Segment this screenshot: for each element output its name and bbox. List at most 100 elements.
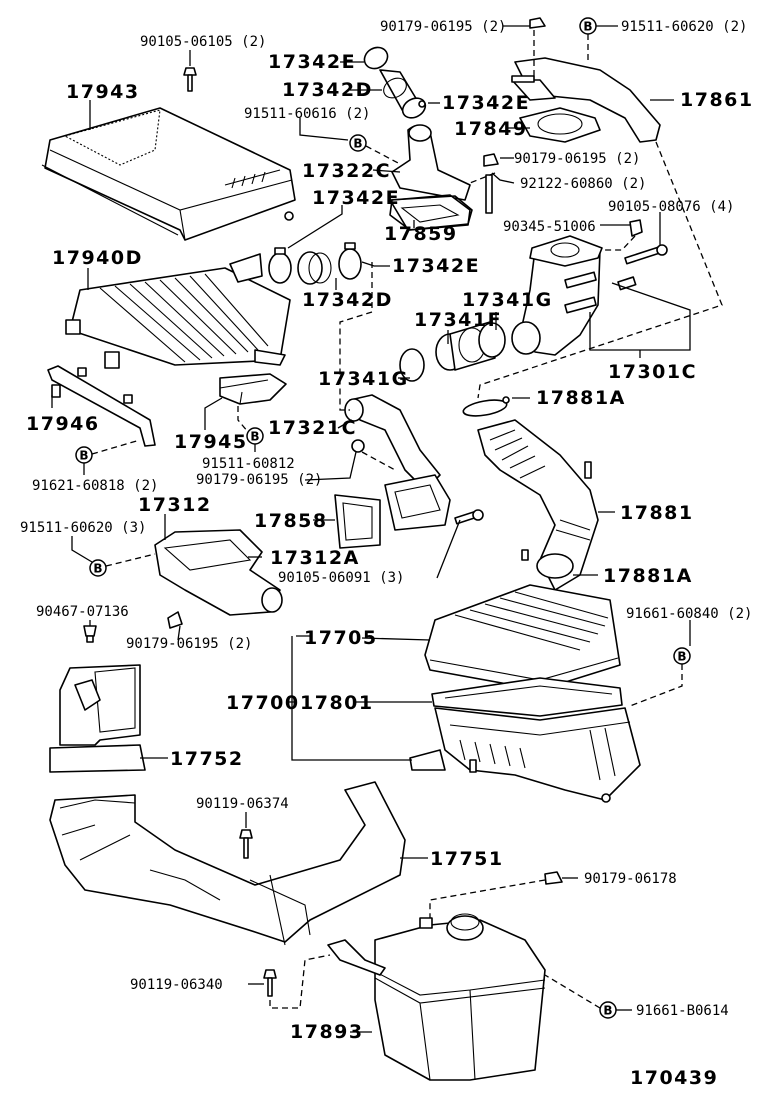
label-17881: 17881 bbox=[620, 502, 694, 524]
bolt-marker-b-91511-60616: B bbox=[349, 134, 367, 152]
part-17893-resonator[interactable] bbox=[327, 913, 546, 1081]
label-90105-06105: 90105-06105 (2) bbox=[140, 34, 266, 50]
label-17849: 17849 bbox=[454, 118, 528, 140]
label-91621-60818: 91621-60818 (2) bbox=[32, 478, 158, 494]
label-17881A: 17881A bbox=[536, 387, 626, 409]
label-17341G: 17341G bbox=[462, 289, 553, 311]
label-92122-60860: 92122-60860 (2) bbox=[520, 176, 646, 192]
part-17700-air-cleaner-case[interactable] bbox=[409, 707, 641, 803]
label-17322C: 17322C bbox=[302, 160, 391, 182]
label-17859: 17859 bbox=[384, 223, 458, 245]
label-17342E: 17342E bbox=[312, 187, 400, 209]
bolt-90119-06374[interactable] bbox=[239, 829, 253, 859]
label-17341F: 17341F bbox=[414, 309, 502, 331]
label-17751: 17751 bbox=[430, 848, 504, 870]
svg-text:B: B bbox=[677, 650, 686, 664]
part-17321C-pipe[interactable] bbox=[344, 394, 451, 531]
label-90105-08076: 90105-08076 (4) bbox=[608, 199, 734, 215]
bolt-marker-b-91511-60620-left: B bbox=[89, 559, 107, 577]
label-17861: 17861 bbox=[680, 89, 754, 111]
bolt-marker-b-91661-B0614: B bbox=[599, 1001, 617, 1019]
svg-text:B: B bbox=[93, 562, 102, 576]
svg-text:B: B bbox=[79, 449, 88, 463]
part-labels: 90105-06105 (2) 17943 17342E 17342D 9151… bbox=[20, 19, 754, 1089]
label-91511-60620: 91511-60620 (3) bbox=[20, 520, 146, 536]
label-17943: 17943 bbox=[66, 81, 140, 103]
part-17751-duct[interactable] bbox=[49, 781, 406, 946]
label-17342E: 17342E bbox=[268, 51, 356, 73]
label-17312A: 17312A bbox=[270, 547, 360, 569]
nut-90179-06195-left[interactable] bbox=[351, 439, 365, 453]
label-17946: 17946 bbox=[26, 413, 100, 435]
label-17342E: 17342E bbox=[392, 255, 480, 277]
svg-text:B: B bbox=[583, 20, 592, 34]
leader-lines bbox=[51, 25, 723, 1033]
bolt-marker-b-91621-60818: B bbox=[75, 446, 93, 464]
part-17861-air-duct[interactable] bbox=[511, 57, 661, 143]
part-17945-bracket[interactable] bbox=[219, 373, 287, 405]
label-90467-07136: 90467-07136 bbox=[36, 604, 129, 620]
label-90179-06195: 90179-06195 (2) bbox=[380, 19, 506, 35]
part-17322C-inlet-pipe[interactable] bbox=[389, 124, 471, 231]
label-17312: 17312 bbox=[138, 494, 212, 516]
label-17321C: 17321C bbox=[268, 417, 357, 439]
label-90119-06374: 90119-06374 bbox=[196, 796, 289, 812]
part-17341-hose-clamps[interactable] bbox=[399, 321, 506, 382]
label-17301C: 17301C bbox=[608, 361, 697, 383]
part-17859-gasket[interactable] bbox=[389, 195, 473, 231]
label-17945: 17945 bbox=[174, 431, 248, 453]
clamp-17881A-upper[interactable] bbox=[462, 396, 510, 419]
svg-text:B: B bbox=[603, 1004, 612, 1018]
label-17705: 17705 bbox=[304, 627, 378, 649]
part-17312-duct[interactable] bbox=[154, 529, 283, 616]
bolt-90105-06091[interactable] bbox=[454, 509, 484, 525]
label-90345-51006: 90345-51006 bbox=[503, 219, 596, 235]
label-17858: 17858 bbox=[254, 510, 328, 532]
label-17342D: 17342D bbox=[302, 289, 393, 311]
bolt-90105-06105[interactable] bbox=[183, 67, 197, 92]
part-17752-duct[interactable] bbox=[49, 664, 146, 773]
label-17881A: 17881A bbox=[603, 565, 693, 587]
bolt-90105-08076[interactable] bbox=[624, 244, 668, 265]
label-90119-06340: 90119-06340 bbox=[130, 977, 223, 993]
label-90179-06195: 90179-06195 (2) bbox=[514, 151, 640, 167]
label-91511-60812: 91511-60812 bbox=[202, 456, 295, 472]
part-17858-gasket[interactable] bbox=[334, 494, 381, 549]
bolt-marker-b-91511-60812: B bbox=[246, 427, 264, 445]
label-90179-06195: 90179-06195 (2) bbox=[126, 636, 252, 652]
label-91661-B0614: 91661-B0614 bbox=[636, 1003, 729, 1019]
clip-90467-07136[interactable] bbox=[83, 625, 97, 643]
label-17940D: 17940D bbox=[52, 247, 143, 269]
part-17705-air-cleaner-cap[interactable] bbox=[424, 584, 621, 691]
bolt-90119-06340[interactable] bbox=[263, 969, 277, 997]
label-91511-60620: 91511-60620 (2) bbox=[621, 19, 747, 35]
label-17893: 17893 bbox=[290, 1021, 364, 1043]
label-17700: 17700 bbox=[226, 692, 300, 714]
part-17342-hose-clamps-lower[interactable] bbox=[268, 242, 362, 285]
label-17342E: 17342E bbox=[442, 92, 530, 114]
part-17801-filter-element[interactable] bbox=[431, 677, 623, 717]
part-17940D-intercooler[interactable] bbox=[65, 253, 291, 369]
label-90179-06195: 90179-06195 (2) bbox=[196, 472, 322, 488]
label-91511-60616: 91511-60616 (2) bbox=[244, 106, 370, 122]
part-17301C-throttle-body[interactable] bbox=[511, 235, 603, 356]
label-17342D: 17342D bbox=[282, 79, 373, 101]
part-90345-51006[interactable] bbox=[629, 219, 643, 237]
part-17342-hose-upper[interactable] bbox=[361, 43, 429, 121]
clamp-17881A-lower[interactable] bbox=[521, 549, 574, 579]
nut-90179-06178[interactable] bbox=[544, 871, 563, 885]
svg-text:B: B bbox=[353, 137, 362, 151]
label-90105-06091: 90105-06091 (3) bbox=[278, 570, 404, 586]
nut-90179-06195-bottom[interactable] bbox=[167, 611, 183, 629]
nut-90179-06195-stud[interactable] bbox=[483, 153, 499, 214]
label-91661-60840: 91661-60840 (2) bbox=[626, 606, 752, 622]
part-17943-intercooler-cover[interactable] bbox=[41, 107, 296, 241]
label-17341G: 17341G bbox=[318, 368, 409, 390]
diagram-id: 170439 bbox=[630, 1067, 718, 1089]
bolt-marker-b-91661-60840: B bbox=[673, 647, 691, 665]
nut-90179-06195[interactable] bbox=[529, 17, 546, 29]
label-17752: 17752 bbox=[170, 748, 244, 770]
label-17801: 17801 bbox=[300, 692, 374, 714]
part-17849-gasket[interactable] bbox=[519, 107, 601, 143]
part-17946-bracket[interactable] bbox=[47, 365, 156, 447]
